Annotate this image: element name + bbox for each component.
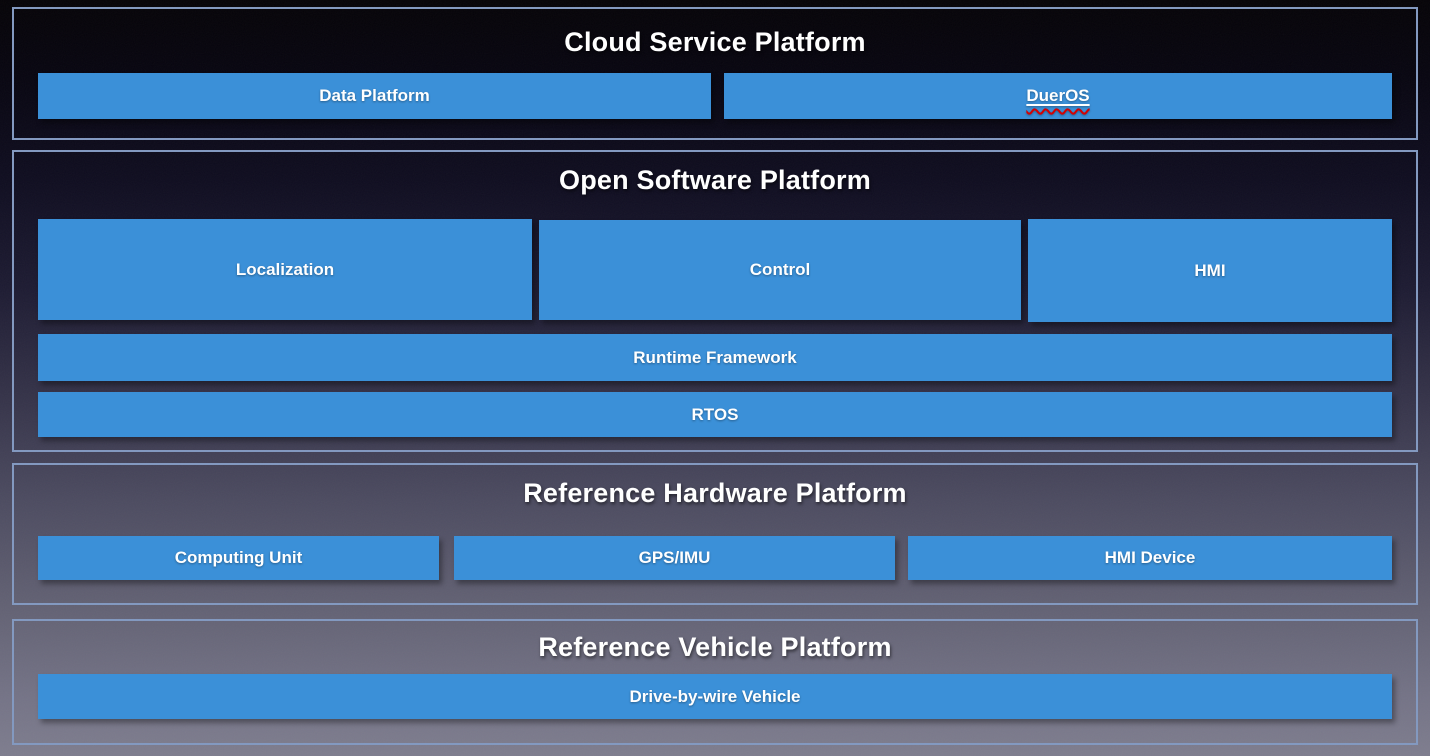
- box-control: Control: [539, 220, 1021, 320]
- section-open-software-platform: Open Software Platform Localization Cont…: [12, 150, 1418, 452]
- box-label: RTOS: [691, 404, 739, 424]
- section-reference-vehicle-platform: Reference Vehicle Platform Drive-by-wire…: [12, 619, 1418, 745]
- section-title-reference-hardware-platform: Reference Hardware Platform: [523, 478, 907, 508]
- box-computing-unit: Computing Unit: [38, 536, 439, 580]
- box-runtime-framework: Runtime Framework: [38, 334, 1392, 381]
- box-drive-by-wire-vehicle: Drive-by-wire Vehicle: [38, 674, 1392, 719]
- spellcheck-wavy-underline: DuerOS: [1026, 86, 1089, 106]
- box-label: Control: [749, 260, 811, 279]
- box-label: Computing Unit: [174, 548, 303, 567]
- section-reference-hardware-platform: Reference Hardware Platform Computing Un…: [12, 463, 1418, 605]
- box-dueros: DuerOS: [724, 73, 1392, 119]
- box-label: HMI Device: [1104, 548, 1196, 567]
- section-cloud-service-platform: Cloud Service Platform Data Platform Due…: [12, 7, 1418, 140]
- box-gps-imu: GPS/IMU: [454, 536, 895, 580]
- box-data-platform: Data Platform: [38, 73, 711, 119]
- box-label: Runtime Framework: [633, 347, 797, 367]
- box-localization: Localization: [38, 219, 532, 320]
- box-label: GPS/IMU: [638, 548, 711, 567]
- box-hmi-device: HMI Device: [908, 536, 1392, 580]
- box-label: Drive-by-wire Vehicle: [629, 686, 801, 706]
- section-title-open-software-platform: Open Software Platform: [559, 165, 871, 195]
- box-hmi: HMI: [1028, 219, 1392, 322]
- box-label: HMI: [1194, 260, 1226, 280]
- section-title-cloud-service-platform: Cloud Service Platform: [564, 27, 866, 57]
- box-rtos: RTOS: [38, 392, 1392, 437]
- section-title-reference-vehicle-platform: Reference Vehicle Platform: [538, 632, 892, 662]
- box-label: Localization: [235, 259, 335, 279]
- box-label: Data Platform: [319, 86, 430, 105]
- box-label: DuerOS: [1026, 86, 1090, 105]
